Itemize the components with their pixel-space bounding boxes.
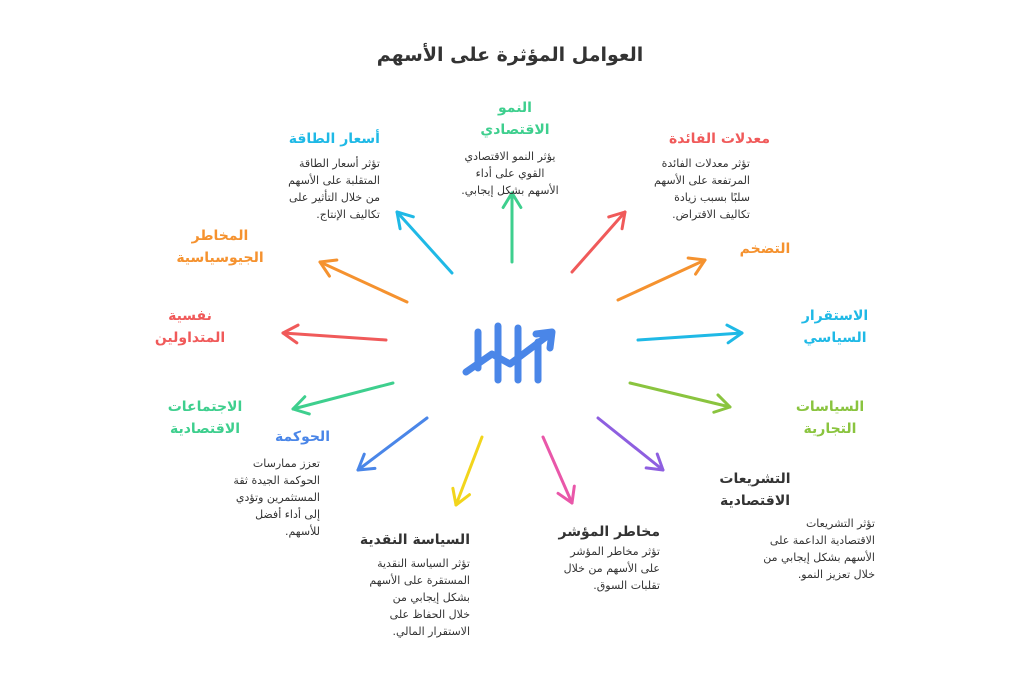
factor-label-trade-policies: السياسات التجارية: [795, 399, 865, 437]
arrow-up-right: [570, 210, 627, 274]
arrow-up: [501, 191, 523, 264]
arrow-left: [281, 323, 388, 345]
factor-desc-economic-legislation: تؤثر التشريعات الاقتصادية الداعمة على ال…: [763, 517, 875, 581]
stock-growth-icon: [462, 322, 556, 384]
icon-trend-arrowhead: [532, 328, 556, 352]
arrow-down-left: [356, 416, 429, 472]
factor-label-inflation: التضخم: [739, 241, 791, 257]
factor-label-interest-rates: معدلات الفائدة: [668, 131, 770, 147]
arrow-left-down: [291, 381, 395, 416]
factor-desc-governance: تعزز ممارسات الحوكمة الجيدة ثقة المستثمر…: [233, 457, 320, 538]
factor-label-political-stability: الاستقرار السياسي: [801, 308, 869, 346]
factor-desc-economic-growth: يؤثر النمو الاقتصادي القوي على أداء الأس…: [461, 150, 559, 197]
factor-label-energy-prices: أسعار الطاقة: [288, 131, 380, 147]
arrow-right-down: [628, 381, 732, 414]
factor-label-traders-psychology: نفسية المتداولين: [154, 308, 226, 346]
factor-label-economic-meetings: الاجتماعات الاقتصادية: [167, 399, 243, 437]
factor-desc-energy-prices: تؤثر أسعار الطاقة المتقلبة على الأسهم من…: [288, 157, 380, 221]
arrow-left-up: [318, 258, 409, 304]
arrow-down-right: [596, 416, 665, 472]
factor-label-geopolitical-risks: المخاطر الجيوسياسية: [176, 228, 264, 266]
factor-label-governance: الحوكمة: [275, 429, 330, 445]
factor-label-index-risks: مخاطر المؤشر: [558, 524, 660, 540]
arrow-right-up: [616, 256, 707, 302]
arrow-down-slight-left: [451, 435, 484, 507]
diagram-title: العوامل المؤثرة على الأسهم: [376, 44, 644, 66]
arrow-right: [636, 323, 744, 345]
icon-trend-line: [462, 330, 554, 376]
factor-label-monetary-policy: السياسة النقدية: [359, 532, 470, 548]
factor-label-economic-legislation: التشريعات الاقتصادية: [719, 471, 791, 509]
arrow-down-slight-right: [541, 435, 576, 505]
factor-label-economic-growth: النمو الاقتصادي: [480, 100, 550, 138]
factor-desc-monetary-policy: تؤثر السياسة النقدية المستقرة على الأسهم…: [369, 557, 470, 638]
factor-desc-interest-rates: تؤثر معدلات الفائدة المرتفعة على الأسهم …: [654, 157, 750, 221]
arrow-up-left: [395, 210, 454, 275]
factor-desc-index-risks: تؤثر مخاطر المؤشر على الأسهم من خلال تقل…: [563, 545, 660, 592]
